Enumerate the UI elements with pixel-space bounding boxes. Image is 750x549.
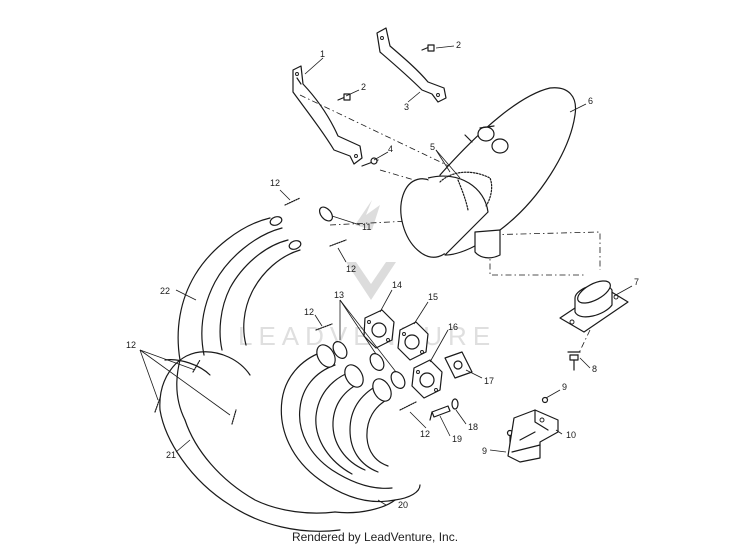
callout-16: 16 [448, 322, 458, 332]
clamp-part-5 [439, 171, 493, 211]
flange-part-15 [397, 321, 429, 361]
callout-numbers: 1 2 2 3 4 5 6 7 8 9 9 10 11 12 12 12 12 … [126, 40, 639, 510]
callout-19: 19 [452, 434, 462, 444]
muffler-part-6 [400, 87, 577, 259]
callout-22: 22 [160, 286, 170, 296]
callout-1: 1 [320, 49, 325, 59]
spring-part-12-low [399, 401, 417, 411]
bolt-part-2-top [421, 44, 435, 52]
callout-8: 8 [592, 364, 597, 374]
callout-4: 4 [388, 144, 393, 154]
callout-12-low: 12 [420, 429, 430, 439]
exhaust-pipe-part-21 [159, 351, 341, 532]
callout-10: 10 [566, 430, 576, 440]
bolt-part-2-mid [337, 93, 351, 101]
bracket-part-1 [292, 65, 363, 165]
callout-9-right: 9 [562, 382, 567, 392]
pin-part-8 [567, 351, 581, 371]
seal-ring-part-13 [332, 341, 406, 389]
leader-lines [139, 45, 633, 506]
callout-15: 15 [428, 292, 438, 302]
callout-11: 11 [362, 222, 371, 232]
exhaust-pipe-part-22 [176, 216, 302, 421]
callout-5: 5 [430, 142, 435, 152]
callout-12-left: 12 [304, 307, 314, 317]
callout-2-top: 2 [456, 40, 461, 50]
callout-17: 17 [484, 376, 494, 386]
spring-part-12-left [315, 323, 333, 331]
header-pipe-part-20 [280, 344, 421, 514]
callout-18: 18 [468, 422, 478, 432]
footer-credit: Rendered by LeadVenture, Inc. [291, 530, 459, 544]
callout-3: 3 [404, 102, 409, 112]
spring-part-12-top [284, 197, 301, 206]
callout-6: 6 [588, 96, 593, 106]
callout-7: 7 [634, 277, 639, 287]
mount-bracket-part-10 [507, 409, 559, 463]
callout-13: 13 [334, 290, 344, 300]
callout-20: 20 [398, 500, 408, 510]
callout-12-top: 12 [270, 178, 280, 188]
ring-part-11 [318, 206, 334, 222]
flange-part-16 [411, 359, 443, 399]
callout-12-far-left: 12 [126, 340, 136, 350]
callout-2-mid: 2 [361, 82, 366, 92]
callout-12-mid: 12 [346, 264, 356, 274]
screw-part-9-right [541, 396, 549, 404]
spring-part-12-mid [329, 239, 347, 247]
callout-9-left: 9 [482, 446, 487, 456]
gasket-part-17 [444, 351, 473, 379]
bolt-part-19 [429, 405, 451, 421]
nut-part-18 [451, 398, 459, 410]
callout-14: 14 [392, 280, 402, 290]
grommet-part-7 [559, 280, 629, 333]
callout-21: 21 [166, 450, 176, 460]
bracket-part-3 [376, 27, 447, 103]
